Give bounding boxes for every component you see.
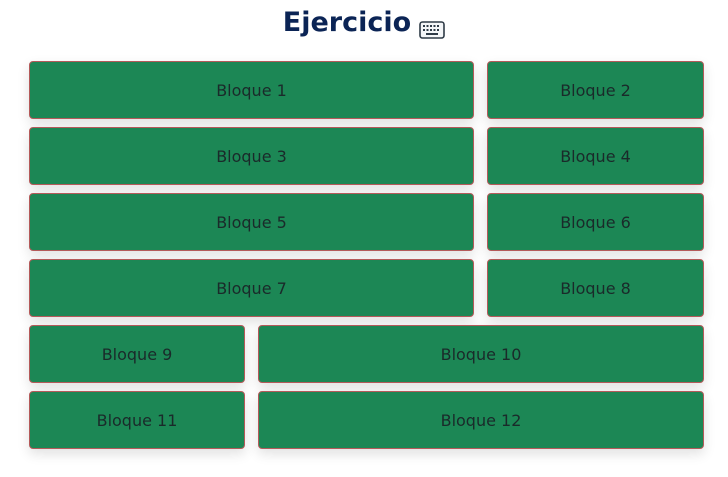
page-title-text: Ejercicio xyxy=(282,6,412,38)
block-label: Bloque 7 xyxy=(216,278,287,298)
keyboard-icon xyxy=(419,15,446,39)
block-label: Bloque 9 xyxy=(101,344,173,364)
block-7[interactable]: Bloque 7 xyxy=(29,259,474,317)
block-label: Bloque 1 xyxy=(216,80,287,100)
block-3[interactable]: Bloque 3 xyxy=(29,127,474,185)
block-6[interactable]: Bloque 6 xyxy=(487,193,704,251)
block-8[interactable]: Bloque 8 xyxy=(487,259,704,317)
block-label: Bloque 2 xyxy=(560,80,631,100)
block-label: Bloque 5 xyxy=(216,212,287,232)
block-5[interactable]: Bloque 5 xyxy=(29,193,474,251)
block-label: Bloque 3 xyxy=(216,146,287,166)
block-11[interactable]: Bloque 11 xyxy=(29,391,245,449)
block-9[interactable]: Bloque 9 xyxy=(29,325,245,383)
blocks-grid: Bloque 1 Bloque 2 Bloque 3 Bloque 4 Bloq… xyxy=(29,61,704,449)
block-10[interactable]: Bloque 10 xyxy=(258,325,704,383)
block-12[interactable]: Bloque 12 xyxy=(258,391,704,449)
block-label: Bloque 4 xyxy=(560,146,631,166)
block-2[interactable]: Bloque 2 xyxy=(487,61,704,119)
block-label: Bloque 8 xyxy=(560,278,631,298)
block-1[interactable]: Bloque 1 xyxy=(29,61,474,119)
block-label: Bloque 11 xyxy=(96,410,178,430)
block-4[interactable]: Bloque 4 xyxy=(487,127,704,185)
block-label: Bloque 10 xyxy=(440,344,522,364)
block-label: Bloque 12 xyxy=(440,410,522,430)
page-title: Ejercicio xyxy=(0,0,728,44)
block-label: Bloque 6 xyxy=(560,212,631,232)
